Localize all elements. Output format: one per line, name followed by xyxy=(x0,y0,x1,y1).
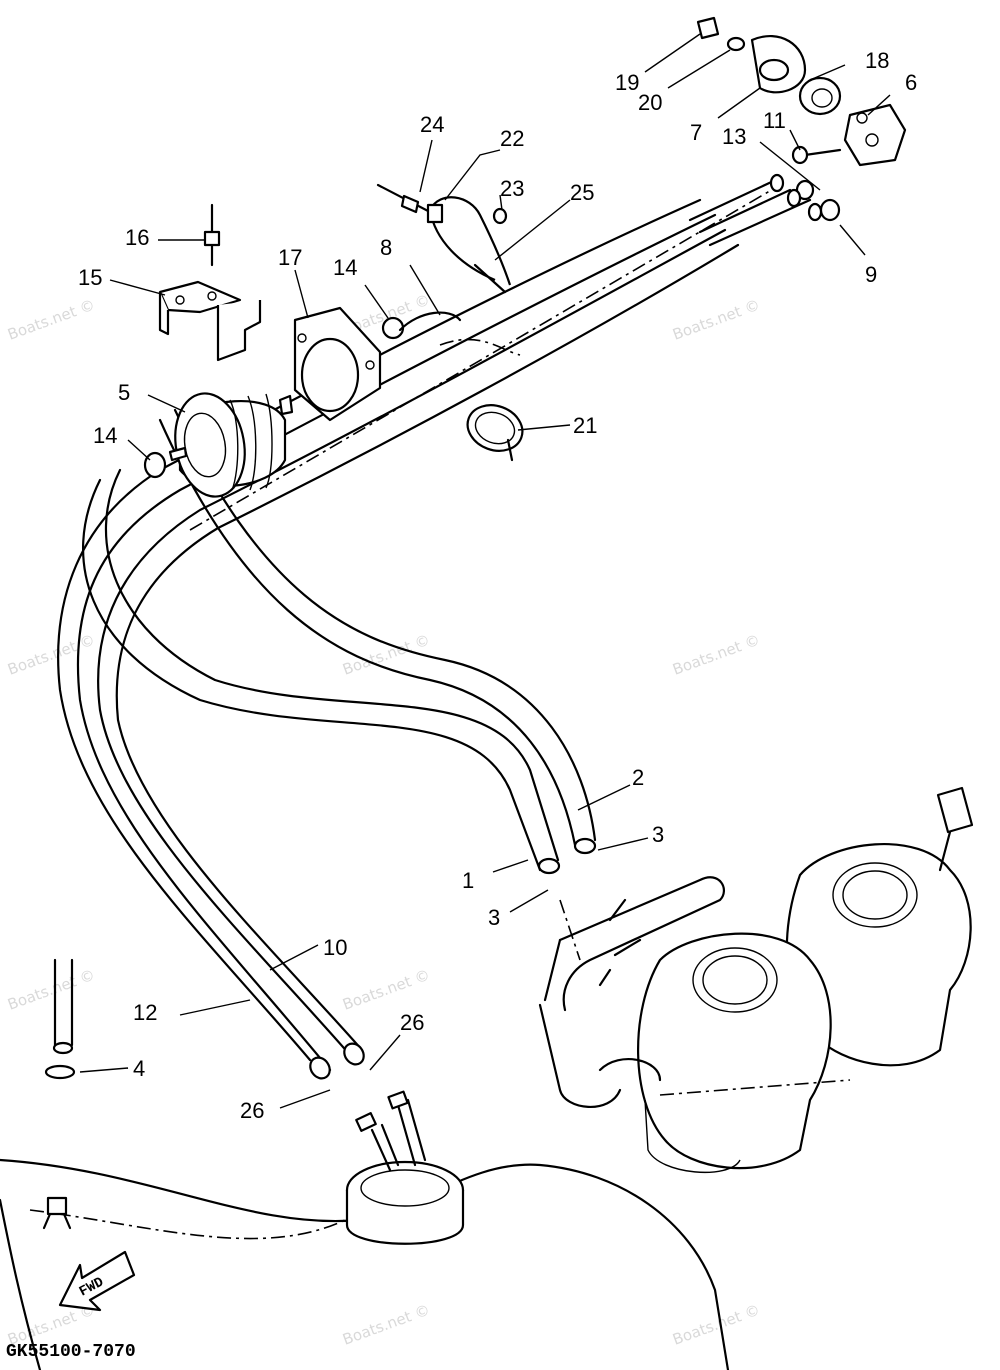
callout-23: 23 xyxy=(500,176,524,201)
callout-24: 24 xyxy=(420,112,444,137)
callout-8: 8 xyxy=(380,235,392,260)
filter-holder xyxy=(293,306,382,422)
callout-22: 22 xyxy=(500,126,524,151)
hose xyxy=(398,311,462,332)
fuel-cock-assembly xyxy=(688,16,907,247)
callout-18: 18 xyxy=(865,48,889,73)
callout-19: 19 xyxy=(615,70,639,95)
carburetor-assembly xyxy=(538,786,974,1173)
fuel-filter xyxy=(168,392,294,498)
callout-26: 26 xyxy=(240,1098,264,1123)
watermark: Boats.net © xyxy=(5,631,97,679)
watermark: Boats.net © xyxy=(5,296,97,344)
callout-12: 12 xyxy=(133,1000,157,1025)
fuel-hoses-10-12 xyxy=(57,198,740,1080)
callout-20: 20 xyxy=(638,90,662,115)
callout-3: 3 xyxy=(488,905,500,930)
callout-2: 2 xyxy=(632,765,644,790)
vent-line xyxy=(439,338,521,356)
callout-16: 16 xyxy=(125,225,149,250)
forward-direction-arrow: FWD xyxy=(58,1250,136,1312)
watermark: Boats.net © xyxy=(670,1301,762,1349)
callout-25: 25 xyxy=(570,180,594,205)
callout-14: 14 xyxy=(333,255,357,280)
callout-labels: 1 2 3 3 4 5 6 7 8 9 10 11 12 13 14 14 15… xyxy=(78,48,917,1123)
callout-7: 7 xyxy=(690,120,702,145)
watermark: Boats.net © xyxy=(670,296,762,344)
watermark: Boats.net © xyxy=(5,966,97,1014)
hose-clip xyxy=(143,451,167,479)
fuel-hose-4 xyxy=(44,958,76,1080)
screw xyxy=(203,203,221,267)
figure-code: GK55100-7070 xyxy=(6,1342,136,1362)
callout-9: 9 xyxy=(865,262,877,287)
bracket xyxy=(158,280,262,362)
hose-clamp xyxy=(466,404,524,462)
watermark: Boats.net © xyxy=(340,966,432,1014)
hose-clip xyxy=(381,316,405,340)
callout-11: 11 xyxy=(763,108,786,133)
watermark: Boats.net © xyxy=(670,631,762,679)
vent-line xyxy=(189,184,781,531)
callout-6: 6 xyxy=(905,70,917,95)
callout-4: 4 xyxy=(133,1056,145,1081)
callout-15: 15 xyxy=(78,265,102,290)
callout-3: 3 xyxy=(652,822,664,847)
fuel-hoses-1-2 xyxy=(81,408,597,875)
watermark: Boats.net © xyxy=(340,1301,432,1349)
callout-10: 10 xyxy=(323,935,347,960)
callout-26: 26 xyxy=(400,1010,424,1035)
leader-lines xyxy=(79,33,891,1109)
callout-21: 21 xyxy=(573,413,597,438)
callout-1: 1 xyxy=(462,868,474,893)
callout-13: 13 xyxy=(722,124,746,149)
callout-14: 14 xyxy=(93,423,117,448)
callout-5: 5 xyxy=(118,380,130,405)
clamp-band-assembly xyxy=(376,183,512,294)
callout-17: 17 xyxy=(278,245,302,270)
fuel-tank xyxy=(0,1090,730,1370)
